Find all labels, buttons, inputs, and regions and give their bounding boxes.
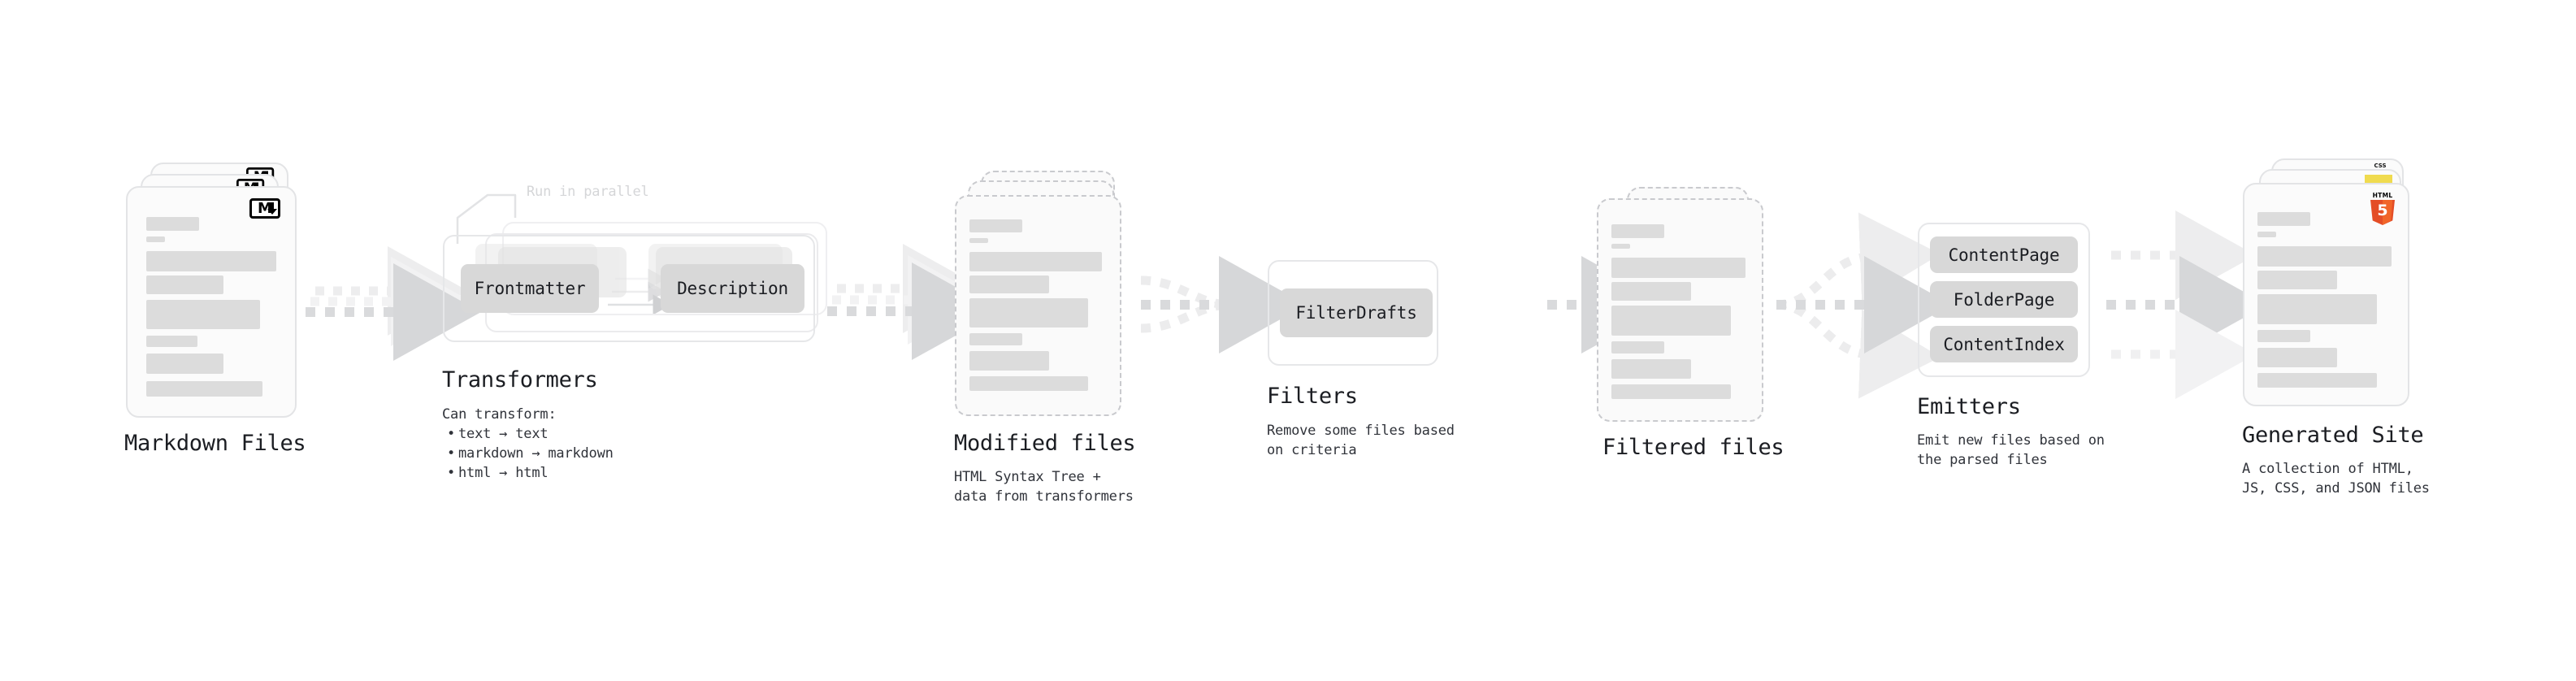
skeleton-bar <box>146 251 276 271</box>
transformer-pill-frontmatter[interactable]: Frontmatter <box>461 264 599 313</box>
filtered-skeleton <box>1597 198 1763 422</box>
skeleton-bar <box>2257 330 2310 342</box>
markdown-skeleton <box>126 186 297 418</box>
skeleton-bar <box>969 219 1022 232</box>
stage-title-emitters: Emitters <box>1917 394 2021 419</box>
emitter-pill-folderpage[interactable]: FolderPage <box>1930 281 2078 318</box>
skeleton-bar <box>969 333 1022 345</box>
css-icon-label: CSS <box>2374 163 2387 169</box>
skeleton-bar <box>1611 244 1630 249</box>
skeleton-bar <box>2257 373 2377 388</box>
transformers-subtitle-lead: Can transform: <box>442 406 557 423</box>
skeleton-bar <box>146 381 262 397</box>
stage-subtitle-transformers: Can transform: text → text markdown → ma… <box>442 405 710 483</box>
skeleton-bar <box>2257 232 2276 237</box>
skeleton-bar <box>2257 348 2337 367</box>
stage-title-modified-files: Modified files <box>954 431 1136 456</box>
skeleton-bar <box>969 298 1088 327</box>
stage-emitters: ContentPage FolderPage ContentIndex Emit… <box>1917 219 2227 488</box>
markdown-file-stack: M M M <box>126 163 329 423</box>
transformers-group-front <box>443 235 815 342</box>
skeleton-bar <box>2257 271 2337 289</box>
stage-transformers: Run in parallel Frontmatter Frontmatter … <box>442 184 849 512</box>
skeleton-bar <box>2257 246 2392 267</box>
transformers-bullet: markdown → markdown <box>447 444 710 463</box>
transformers-bullet-list: text → text markdown → markdown html → h… <box>442 424 710 483</box>
emitter-pill-contentindex[interactable]: ContentIndex <box>1930 326 2078 362</box>
site-skeleton <box>2243 183 2409 406</box>
markdown-icon: M <box>249 198 280 219</box>
skeleton-bar <box>146 354 223 374</box>
skeleton-bar <box>969 252 1102 271</box>
modified-skeleton <box>955 195 1121 416</box>
skeleton-bar <box>1611 224 1664 238</box>
skeleton-bar <box>1611 282 1691 301</box>
skeleton-bar <box>146 300 260 329</box>
site-file-stack: CSS HTML 5 <box>2243 158 2446 419</box>
stage-subtitle-filters: Remove some files based on criteria <box>1267 423 1455 458</box>
stage-markdown-files: M M M Markdown Files <box>124 163 329 471</box>
filters-group-box <box>1268 260 1438 366</box>
stage-title-filters: Filters <box>1267 384 1358 409</box>
html5-shield: 5 <box>2370 200 2395 225</box>
skeleton-bar <box>1611 306 1731 336</box>
html5-digit: 5 <box>2377 202 2388 219</box>
html5-icon-label: HTML <box>2372 192 2393 199</box>
transformer-pill-description[interactable]: Description <box>661 264 804 313</box>
stage-subtitle-emitters: Emit new files based on the parsed files <box>1917 432 2105 468</box>
skeleton-bar <box>1611 384 1731 399</box>
run-in-parallel-label: Run in parallel <box>527 184 649 200</box>
skeleton-bar <box>1611 258 1746 278</box>
skeleton-bar <box>146 217 199 231</box>
skeleton-bar <box>969 275 1049 293</box>
stage-modified-files: Modified files HTML Syntax Tree + data f… <box>954 171 1166 505</box>
modified-file-stack <box>955 171 1142 423</box>
stage-filtered-files: Filtered files <box>1597 187 1800 496</box>
skeleton-bar <box>2257 294 2377 324</box>
skeleton-bar <box>146 275 223 294</box>
stage-title-markdown-files: Markdown Files <box>124 431 306 456</box>
stage-generated-site: CSS HTML 5 Ge <box>2242 158 2470 497</box>
stage-title-filtered-files: Filtered files <box>1602 435 1785 460</box>
skeleton-bar <box>146 336 197 347</box>
filtered-file-stack <box>1597 187 1784 431</box>
skeleton-bar <box>146 236 165 242</box>
skeleton-bar <box>1611 359 1691 379</box>
stage-subtitle-generated-site: A collection of HTML, JS, CSS, and JSON … <box>2242 461 2430 497</box>
stage-subtitle-modified-files: HTML Syntax Tree + data from transformer… <box>954 469 1134 505</box>
html5-icon: HTML 5 <box>2369 193 2396 225</box>
stage-title-generated-site: Generated Site <box>2242 423 2424 448</box>
skeleton-bar <box>969 351 1049 371</box>
emitter-pill-contentpage[interactable]: ContentPage <box>1930 236 2078 273</box>
skeleton-bar <box>1611 341 1664 354</box>
skeleton-bar <box>969 376 1088 391</box>
skeleton-bar <box>969 238 988 243</box>
stage-title-transformers: Transformers <box>442 367 598 393</box>
emitters-group-box <box>1918 223 2090 377</box>
transformers-bullet: text → text <box>447 424 710 444</box>
transformers-bullet: html → html <box>447 463 710 483</box>
filter-pill-filterdrafts[interactable]: FilterDrafts <box>1280 288 1433 337</box>
stage-filters: FilterDrafts Filters Remove some files b… <box>1267 244 1544 504</box>
skeleton-bar <box>2257 212 2310 226</box>
